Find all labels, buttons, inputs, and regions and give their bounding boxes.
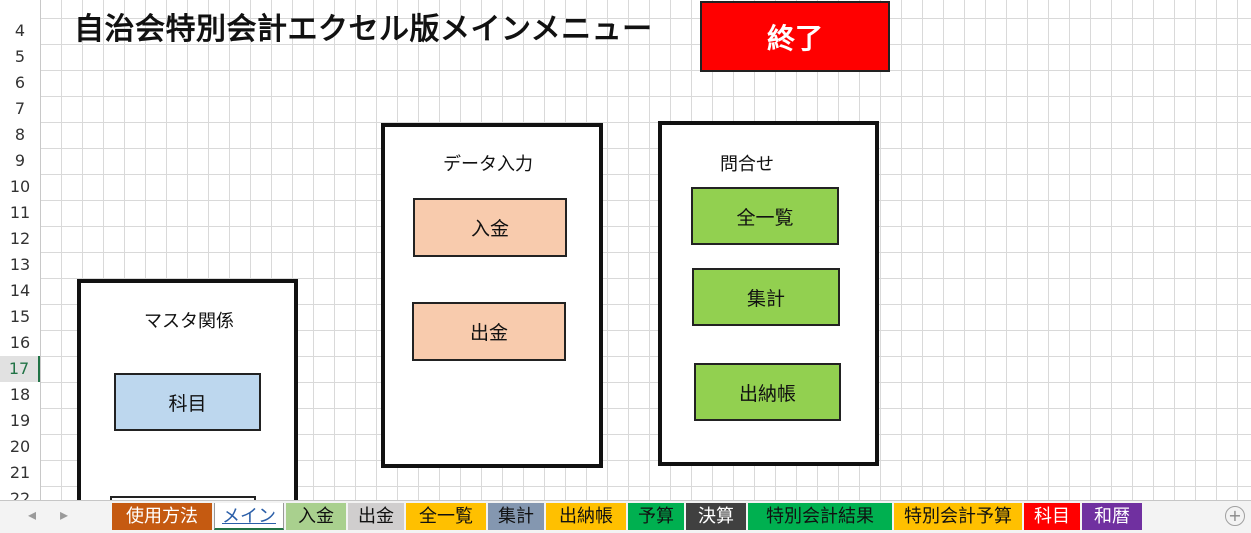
sheet-tab[interactable]: 全一覧	[406, 503, 486, 530]
triangle-right-icon[interactable]: ▸	[60, 505, 69, 524]
sheet-tab[interactable]: 出納帳	[546, 503, 626, 530]
row-number[interactable]: 13	[9, 255, 31, 274]
data-entry-group	[381, 123, 603, 468]
triangle-left-icon[interactable]: ◂	[28, 505, 37, 524]
row-number[interactable]: 15	[9, 307, 31, 326]
deposit-button[interactable]: 入金	[413, 198, 567, 257]
row-number[interactable]: 17	[0, 356, 40, 382]
row-number[interactable]: 6	[14, 73, 26, 92]
page-title: 自治会特別会計エクセル版メインメニュー	[74, 12, 653, 47]
row-number[interactable]: 16	[9, 333, 31, 352]
row-number[interactable]: 12	[9, 229, 31, 248]
sheet-tab[interactable]: 和暦	[1082, 503, 1142, 530]
inquiry-group-title: 問合せ	[720, 154, 774, 175]
sheet-tab-bar: ◂ ▸ 使用方法メイン入金出金全一覧集計出納帳予算決算特別会計結果特別会計予算科…	[0, 500, 1251, 533]
row-number[interactable]: 14	[9, 281, 31, 300]
row-number[interactable]: 10	[9, 177, 31, 196]
sheet-tab[interactable]: 出金	[348, 503, 404, 530]
worksheet-grid[interactable]: 4 5 6 7 8 9 10 11 12 13 14 15 16 17 18 19 20 21 22 自治会特別会計…	[0, 0, 1251, 500]
cash-book-button[interactable]: 出納帳	[694, 363, 841, 421]
sheet-tab[interactable]: 入金	[286, 503, 346, 530]
full-list-button[interactable]: 全一覧	[691, 187, 839, 245]
row-number[interactable]: 20	[9, 437, 31, 456]
summary-button[interactable]: 集計	[692, 268, 840, 326]
account-subject-button[interactable]: 科目	[114, 373, 261, 431]
plus-circle-icon[interactable]: +	[1225, 506, 1245, 526]
row-number[interactable]: 18	[9, 385, 31, 404]
row-number[interactable]: 9	[14, 151, 26, 170]
row-number[interactable]: 19	[9, 411, 31, 430]
data-entry-group-title: データ入力	[443, 154, 533, 175]
row-number[interactable]: 21	[9, 463, 31, 482]
quit-button[interactable]: 終了	[700, 1, 890, 72]
sheet-tab[interactable]: メイン	[214, 503, 284, 530]
row-number[interactable]: 5	[14, 47, 26, 66]
sheet-tab[interactable]: 科目	[1024, 503, 1080, 530]
row-number[interactable]: 22	[9, 489, 31, 500]
row-header: 4 5 6 7 8 9 10 11 12 13 14 15 16 17 18 19 20 21 22	[0, 0, 41, 500]
sheet-tab[interactable]: 決算	[686, 503, 746, 530]
sheet-tab[interactable]: 集計	[488, 503, 544, 530]
hidden-button-partial[interactable]	[110, 496, 256, 500]
sheet-tab[interactable]: 特別会計結果	[748, 503, 892, 530]
withdrawal-button[interactable]: 出金	[412, 302, 566, 361]
sheet-tab[interactable]: 特別会計予算	[894, 503, 1022, 530]
row-number[interactable]: 7	[14, 99, 26, 118]
sheet-tab[interactable]: 使用方法	[112, 503, 212, 530]
sheet-tab[interactable]: 予算	[628, 503, 684, 530]
master-group-title: マスタ関係	[144, 311, 234, 332]
row-number[interactable]: 11	[9, 203, 31, 222]
row-number[interactable]: 4	[14, 21, 26, 40]
row-number[interactable]: 8	[14, 125, 26, 144]
